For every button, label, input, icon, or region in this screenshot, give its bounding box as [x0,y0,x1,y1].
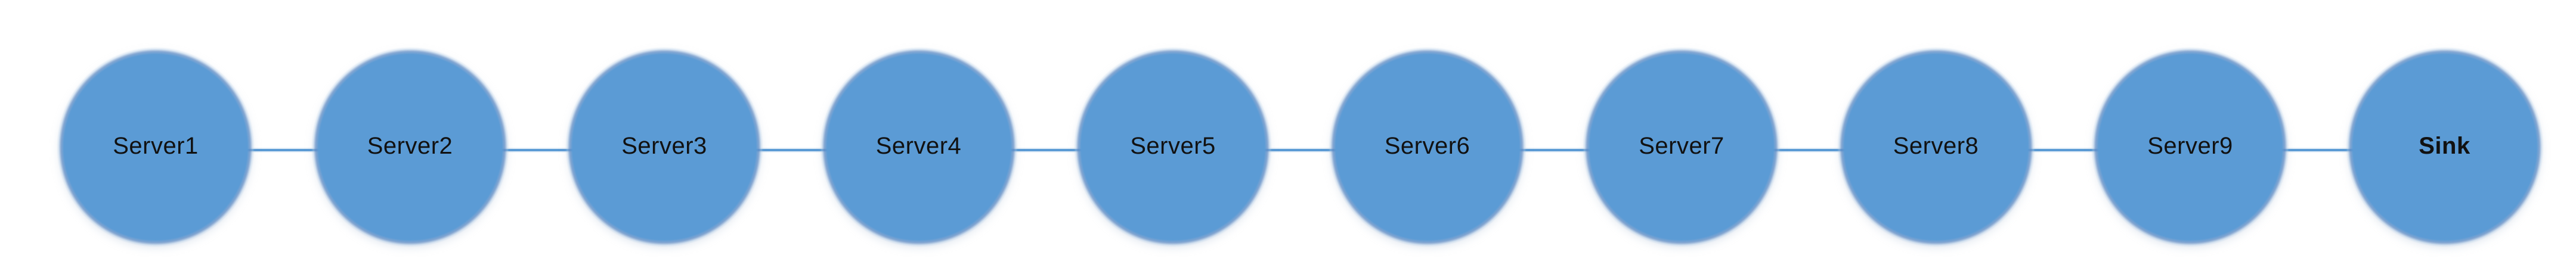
edge-server8-server9 [1936,149,2190,151]
edge-server9-sink [2190,149,2445,151]
edge-server4-server5 [918,149,1173,151]
node-label: Server4 [875,133,962,159]
edge-server5-server6 [1173,149,1428,151]
node-label: Server1 [113,133,199,159]
node-server7: Server7 [1583,47,1781,247]
node-label: Server5 [1130,133,1216,159]
edge-server3-server4 [664,149,919,151]
edge-server2-server3 [410,149,664,151]
node-label: Server6 [1384,133,1470,159]
node-label: Server8 [1893,133,1979,159]
node-label: Server7 [1639,133,1724,159]
node-sink: Sink [2345,47,2544,247]
node-server2: Server2 [311,47,509,247]
node-label: Sink [2419,133,2470,159]
node-server1: Server1 [57,47,255,247]
node-server3: Server3 [565,47,763,247]
node-server4: Server4 [819,47,1018,247]
node-label: Server9 [2147,133,2233,159]
edge-server6-server7 [1427,149,1682,151]
node-server9: Server9 [2091,47,2289,247]
node-label: Server2 [367,133,453,159]
edge-server1-server2 [156,149,410,151]
node-server6: Server6 [1328,47,1527,247]
node-server8: Server8 [1837,47,2035,247]
edge-server7-server8 [1682,149,1936,151]
node-label: Server3 [621,133,707,159]
node-server5: Server5 [1074,47,1272,247]
